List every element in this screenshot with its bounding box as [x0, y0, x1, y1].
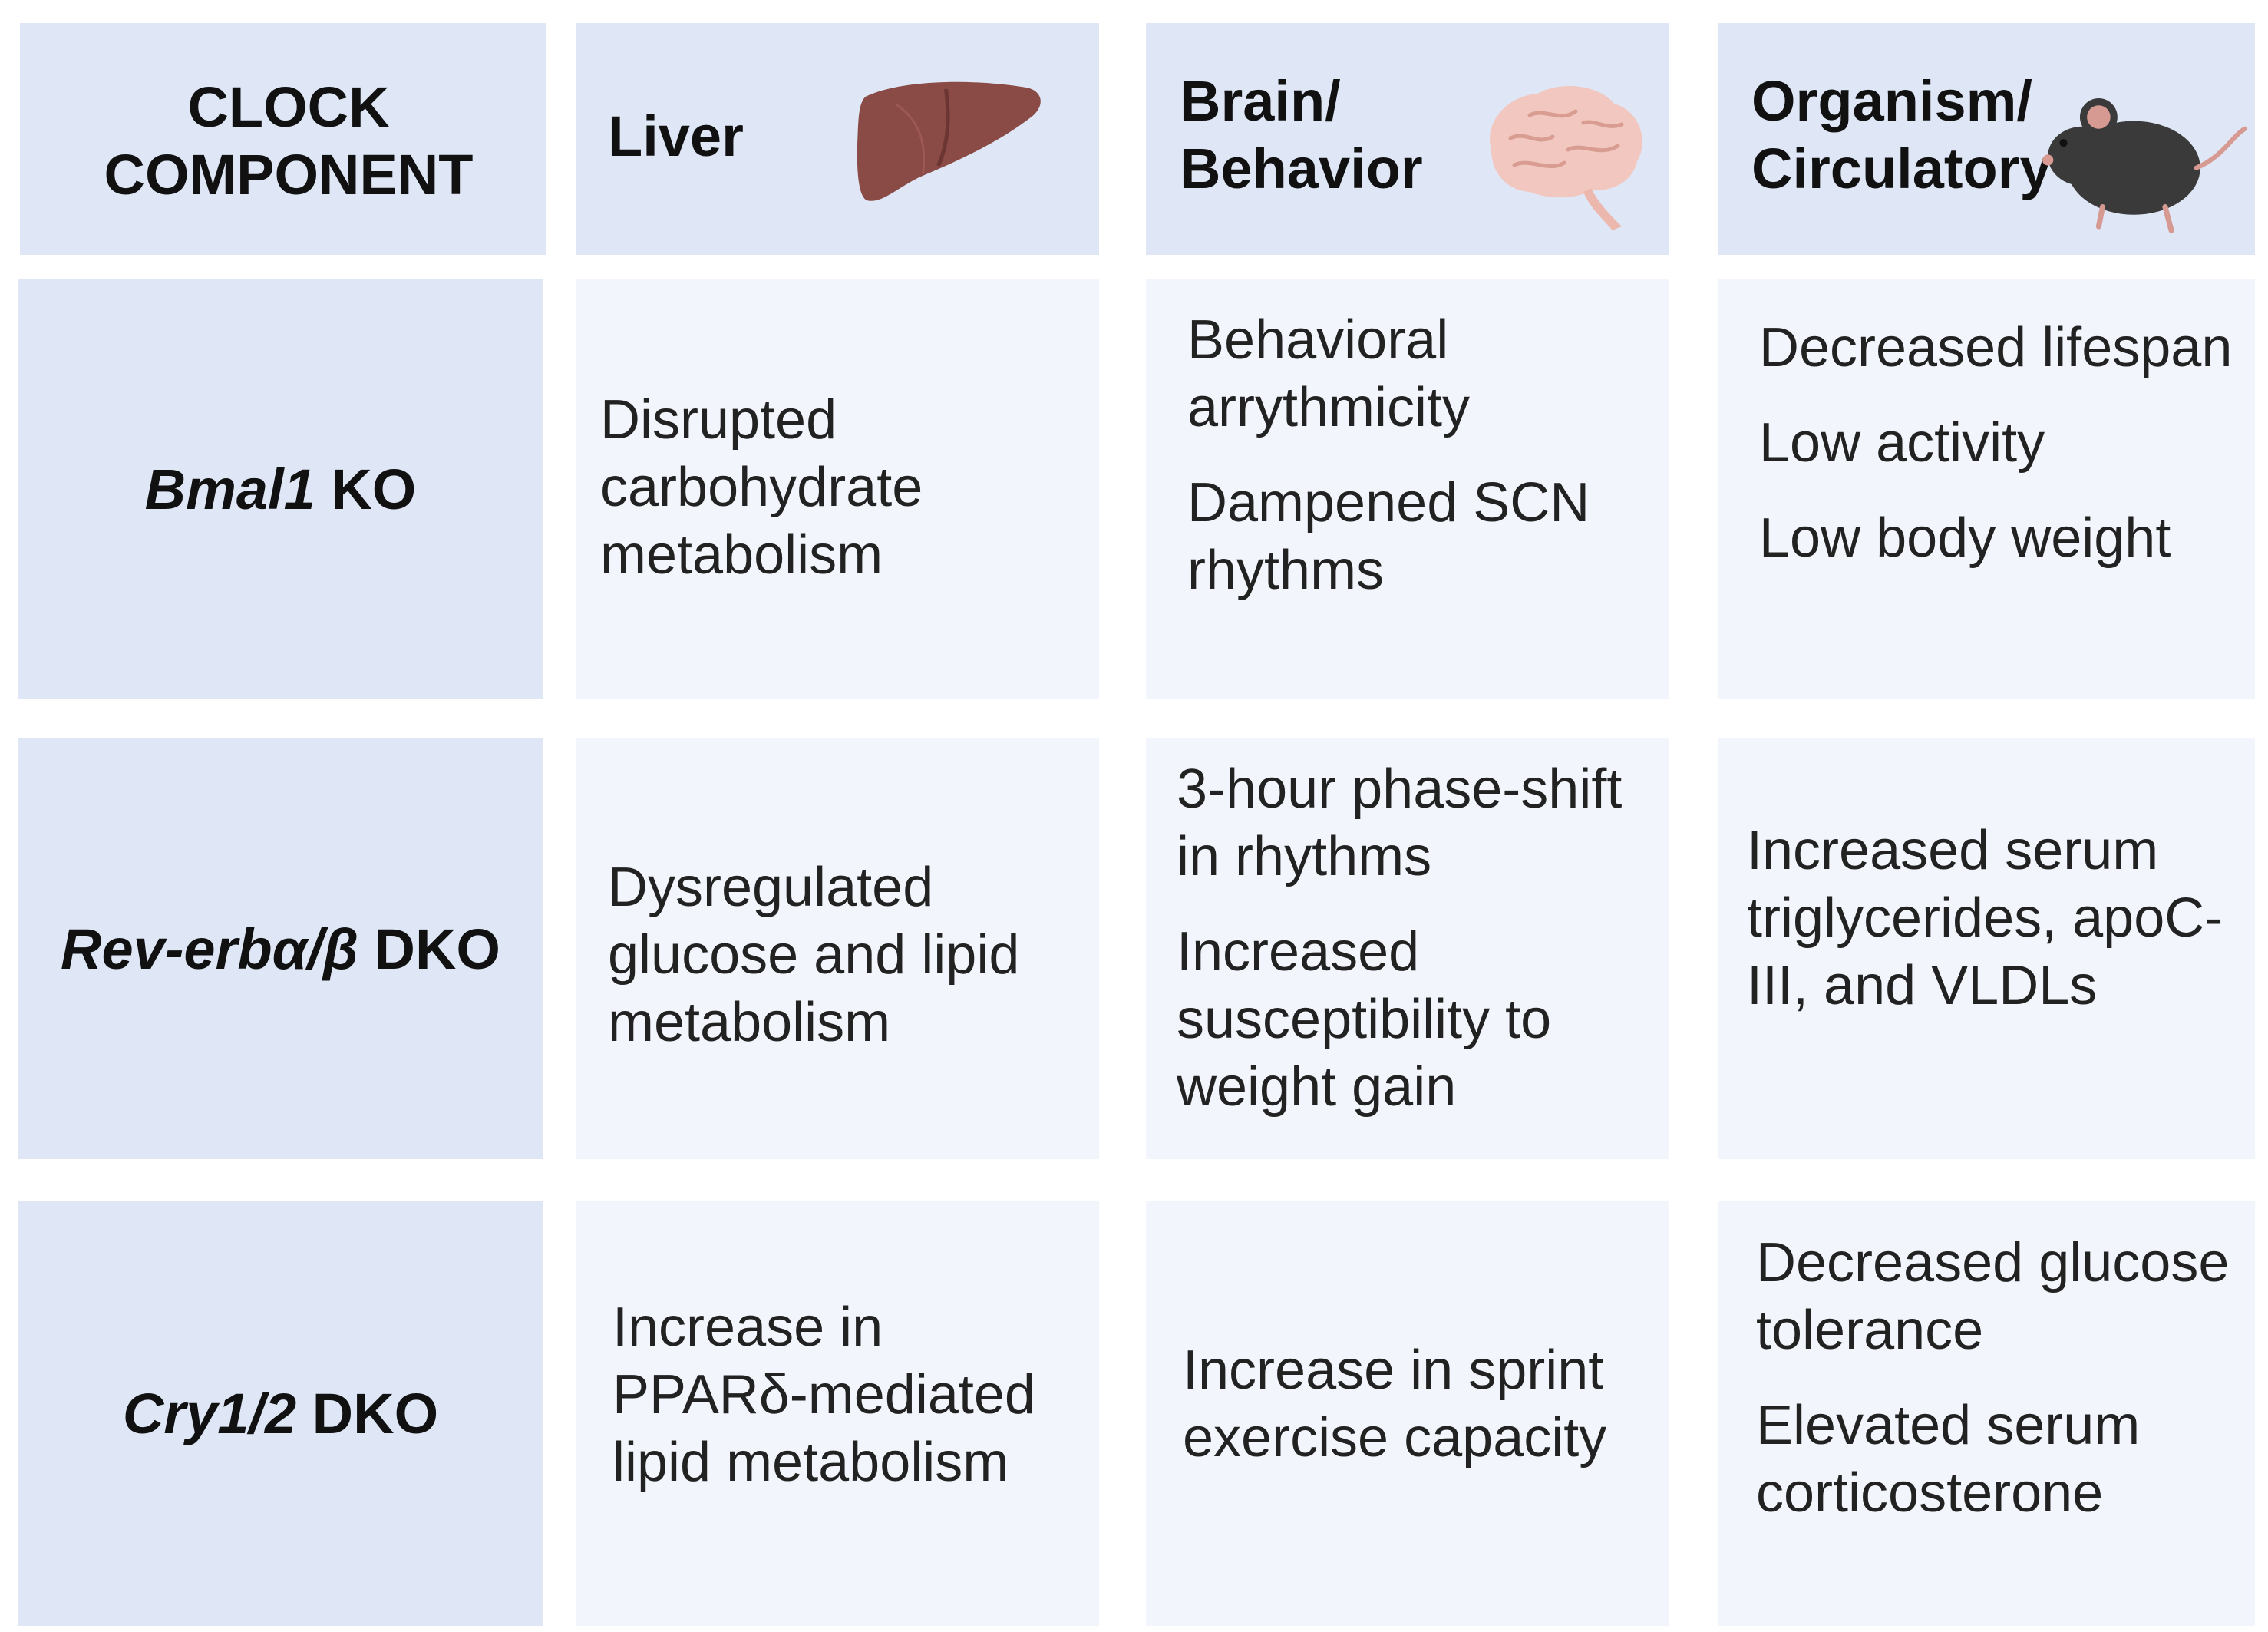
cell-text: Increase in sprint exercise capacity [1183, 1340, 1607, 1468]
cell-text: Increase in PPARδ-mediated lipid metabol… [612, 1297, 1035, 1493]
row-header-label: Bmal1 KO [144, 457, 417, 521]
cell-bmal1-brain: Behavioral arrythmicity Dampened SCN rhy… [1146, 279, 1669, 699]
header-liver-label: Liver [608, 104, 744, 168]
cell-bmal1-organism: Decreased lifespan Low activity Low body… [1718, 279, 2255, 699]
cell-text: Increased serum triglycerides, apoC-III,… [1747, 820, 2223, 1016]
cell-bmal1-liver: Disrupted carbohydrate metabolism [576, 279, 1099, 699]
row-header-label: Rev-erbα/β DKO [61, 917, 500, 981]
row-header-cry: Cry1/2 DKO [18, 1201, 543, 1626]
cell-cry-brain: Increase in sprint exercise capacity [1146, 1201, 1669, 1626]
header-brain: Brain/ Behavior [1146, 23, 1669, 255]
liver-icon [857, 81, 1041, 201]
cell-rev-erb-liver: Dysregulated glucose and lipid metabolis… [576, 738, 1099, 1159]
cell-text: Behavioral arrythmicity Dampened SCN rhy… [1187, 309, 1590, 601]
cell-cry-organism: Decreased glucose tolerance Elevated ser… [1718, 1201, 2255, 1626]
header-liver: Liver [576, 23, 1099, 255]
cell-cry-liver: Increase in PPARδ-mediated lipid metabol… [576, 1201, 1099, 1626]
row-header-label: Cry1/2 DKO [122, 1382, 439, 1445]
header-organism-label: Organism/ Circulatory [1751, 69, 2052, 200]
header-clock-component-label: CLOCK COMPONENT [104, 75, 474, 206]
header-brain-label: Brain/ Behavior [1180, 69, 1423, 200]
row-header-rev-erb: Rev-erbα/β DKO [18, 738, 543, 1159]
brain-icon [1490, 86, 1642, 230]
mouse-icon [2042, 98, 2247, 233]
cell-rev-erb-organism: Increased serum triglycerides, apoC-III,… [1718, 738, 2255, 1159]
row-header-bmal1: Bmal1 KO [18, 279, 543, 699]
header-clock-component: CLOCK COMPONENT [20, 23, 546, 255]
cell-text: Disrupted carbohydrate metabolism [600, 389, 923, 586]
cell-rev-erb-brain: 3-hour phase-shift in rhythms Increased … [1146, 738, 1669, 1159]
cell-text: Decreased lifespan Low activity Low body… [1759, 317, 2233, 569]
cell-text: Dysregulated glucose and lipid metabolis… [608, 857, 1020, 1053]
cell-text: Decreased glucose tolerance Elevated ser… [1756, 1232, 2230, 1524]
cell-text: 3-hour phase-shift in rhythms Increased … [1177, 758, 1623, 1118]
header-organism: Organism/ Circulatory [1718, 23, 2255, 255]
